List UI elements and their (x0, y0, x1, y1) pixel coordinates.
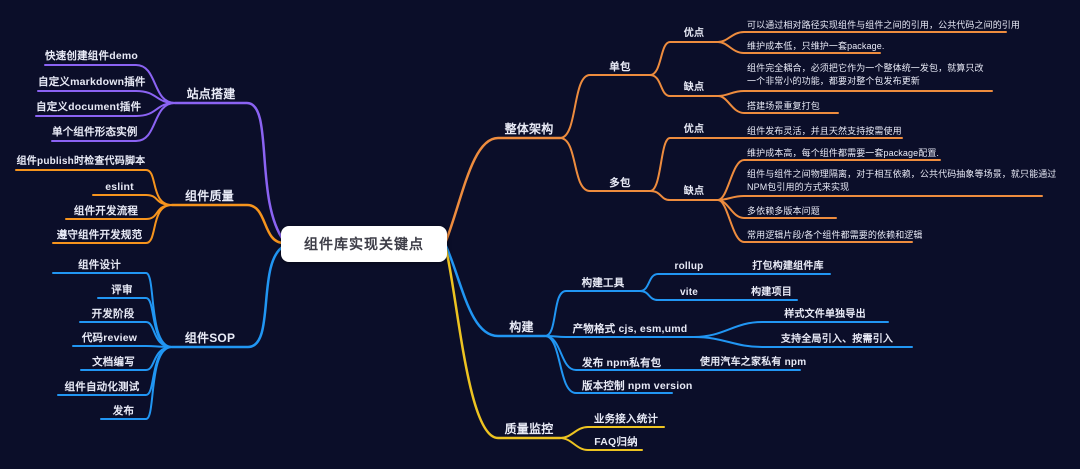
node-multi-cons[interactable]: 缺点 (683, 186, 705, 197)
branch-sop[interactable]: 组件SOP (184, 331, 236, 345)
leaf-single-pros[interactable]: 可以通过相对路径实现组件与组件之间的引用，公共代码之间的引用 (747, 20, 1021, 30)
node-single-cons[interactable]: 缺点 (683, 82, 705, 93)
node-multi-package[interactable]: 多包 (609, 177, 631, 189)
root-node[interactable]: 组件库实现关键点 (281, 226, 447, 262)
node-site-child[interactable]: 单个组件形态实例 (52, 126, 138, 138)
leaf-single-pros[interactable]: 维护成本低，只维护一套package. (747, 41, 885, 51)
branch-quality[interactable]: 组件质量 (185, 189, 234, 203)
leaf-multi-cons[interactable]: 组件与组件之间物理隔离，对于相互依赖，公共代码抽象等场景，就只能通过NPM包引用… (747, 169, 1057, 192)
node-sop-child[interactable]: 组件自动化测试 (64, 381, 140, 393)
leaf-single-cons[interactable]: 组件完全耦合，必须把它作为一个整体统一发包，就算只改一个非常小的功能，都要对整个… (747, 63, 984, 86)
node-single-package[interactable]: 单包 (609, 61, 631, 73)
node-sop-child[interactable]: 评审 (111, 284, 133, 296)
leaf-vite-desc[interactable]: 构建项目 (751, 287, 792, 298)
leaf-multi-cons[interactable]: 多依赖多版本问题 (747, 206, 820, 216)
node-sop-child[interactable]: 代码review (81, 332, 138, 344)
branch-build[interactable]: 构建 (509, 320, 534, 334)
node-build-format[interactable]: 产物格式 cjs, esm,umd (572, 323, 688, 335)
node-build-tool[interactable]: 构建工具 (581, 277, 625, 289)
branch-site[interactable]: 站点搭建 (186, 87, 236, 101)
leaf-single-cons[interactable]: 搭建场景重复打包 (747, 101, 820, 111)
node-rollup[interactable]: rollup (674, 261, 704, 272)
node-single-pros[interactable]: 优点 (683, 28, 705, 39)
node-site-child[interactable]: 自定义document插件 (36, 101, 142, 113)
node-site-child[interactable]: 自定义markdown插件 (38, 76, 146, 88)
leaf-multi-cons[interactable]: 维护成本高，每个组件都需要一套package配置. (747, 148, 940, 158)
leaf-format-item[interactable]: 支持全局引入、按需引入 (780, 334, 894, 345)
node-sop-child[interactable]: 组件设计 (78, 259, 121, 271)
node-build-version[interactable]: 版本控制 npm version (582, 380, 693, 392)
node-vite[interactable]: vite (679, 287, 699, 298)
node-sop-child[interactable]: 发布 (112, 405, 135, 417)
node-quality-child[interactable]: 组件开发流程 (73, 205, 139, 217)
leaf-publish-desc[interactable]: 使用汽车之家私有 npm (700, 357, 807, 368)
node-sop-child[interactable]: 开发阶段 (91, 308, 135, 320)
node-quality-child[interactable]: 遵守组件开发规范 (56, 229, 143, 241)
leaf-format-item[interactable]: 样式文件单独导出 (784, 309, 866, 320)
node-monitor-child[interactable]: FAQ归纳 (594, 436, 638, 448)
node-build-publish[interactable]: 发布 npm私有包 (582, 357, 662, 369)
branch-monitor[interactable]: 质量监控 (504, 422, 554, 436)
branch-architecture[interactable]: 整体架构 (504, 122, 554, 136)
node-monitor-child[interactable]: 业务接入统计 (593, 413, 659, 425)
node-quality-child[interactable]: 组件publish时检查代码脚本 (16, 156, 146, 167)
leaf-multi-pros[interactable]: 组件发布灵活，并且天然支持按需使用 (747, 126, 902, 136)
node-multi-pros[interactable]: 优点 (683, 124, 705, 135)
leaf-multi-cons[interactable]: 常用逻辑片段/各个组件都需要的依赖和逻辑 (747, 230, 923, 240)
node-sop-child[interactable]: 文档编写 (92, 356, 135, 368)
node-quality-child[interactable]: eslint (105, 181, 134, 193)
node-site-child[interactable]: 快速创建组件demo (45, 50, 139, 62)
leaf-rollup-desc[interactable]: 打包构建组件库 (752, 261, 824, 272)
